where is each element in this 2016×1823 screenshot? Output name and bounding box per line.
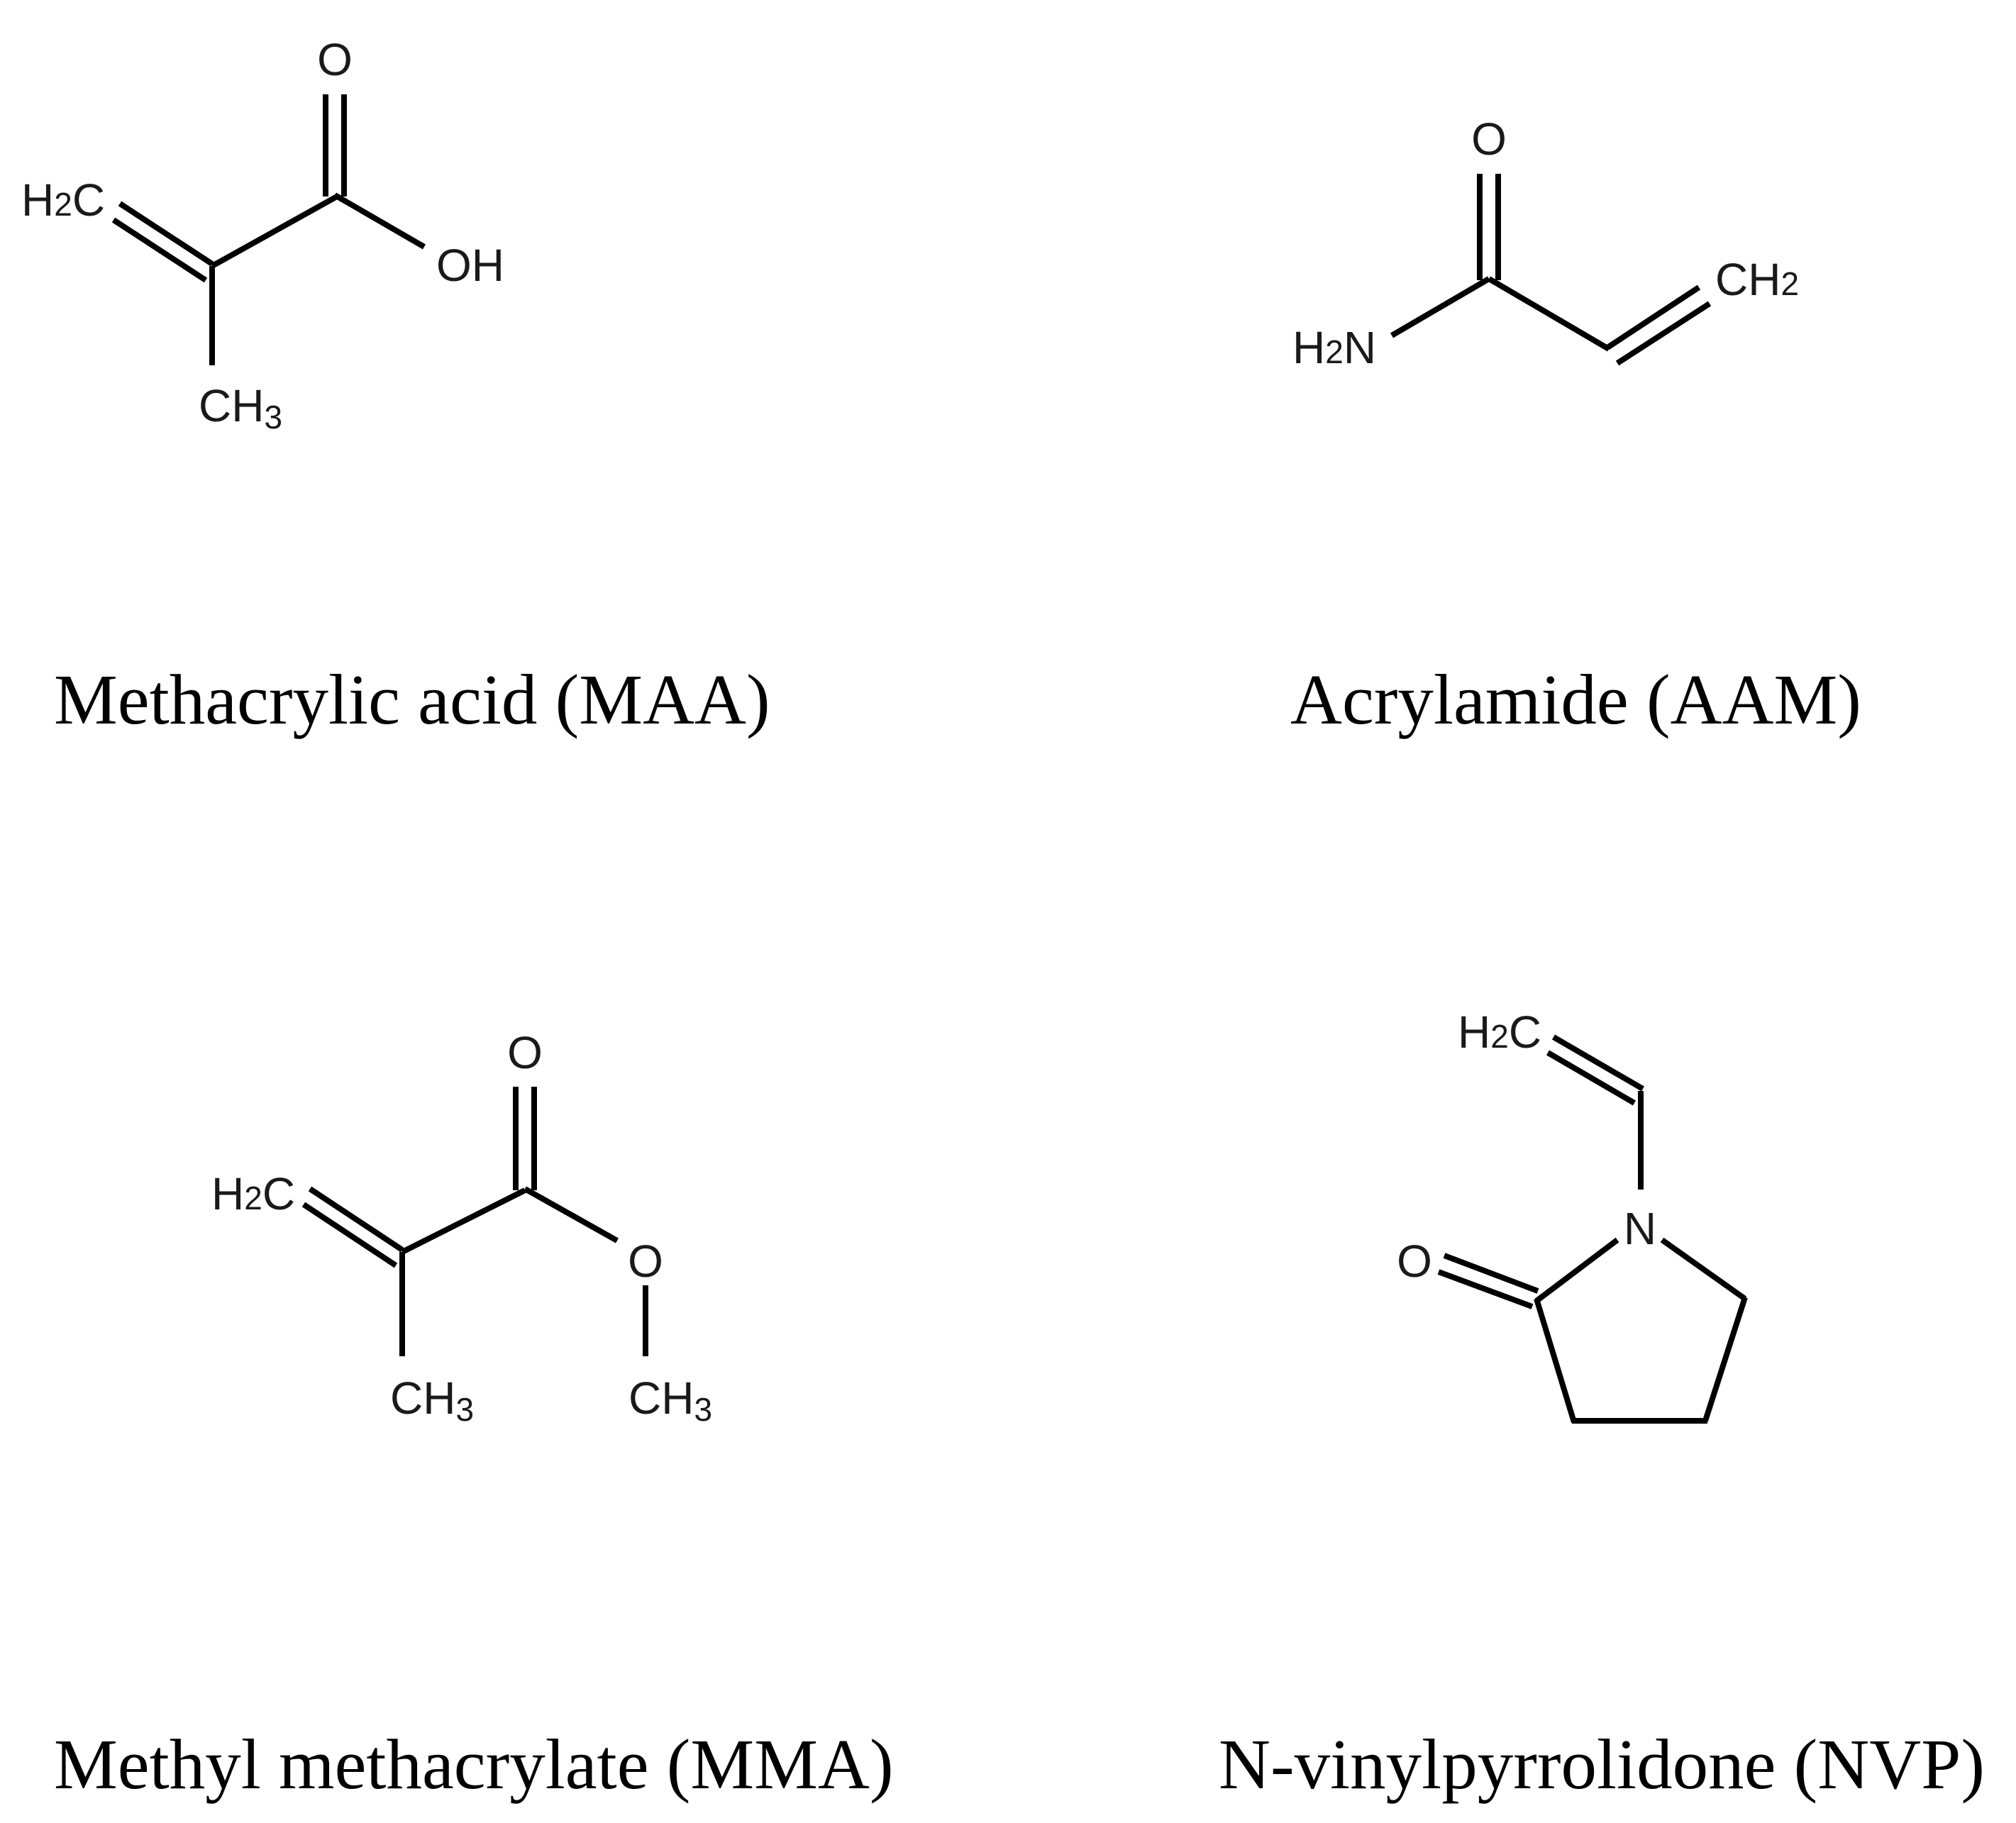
bond-cc-double-2	[301, 1202, 398, 1268]
bond-c-carbonyl	[401, 1187, 526, 1255]
atom-o: O	[1397, 1236, 1432, 1287]
atom-ch2: CH2	[1715, 254, 1799, 305]
bond-cc-double-2	[111, 217, 208, 283]
bond-ring-c2-n	[1534, 1237, 1619, 1304]
atom-h2c: H2C	[21, 174, 105, 226]
bond-cc-double-2	[1546, 1050, 1636, 1106]
caption-aam: Acrylamide (AAM)	[1290, 660, 1861, 739]
atom-h2n: H2N	[1292, 322, 1376, 373]
caption-mma: Methyl methacrylate (MMA)	[54, 1724, 894, 1804]
atom-ch3: CH3	[390, 1373, 474, 1428]
atom-ch3: CH3	[199, 380, 282, 436]
bond-c-carbonyl	[211, 194, 338, 269]
structure-nvp: H2C N O	[1397, 1007, 1748, 1424]
atom-o: O	[1471, 113, 1507, 165]
bond-ring-n-c5	[1660, 1237, 1747, 1302]
atom-o: O	[317, 34, 353, 85]
bond-cc-double-2	[1615, 301, 1712, 366]
atom-o-carbonyl: O	[507, 1027, 543, 1078]
structure-mma: O O H2C CH3 CH3	[211, 1027, 712, 1428]
bond-cc-double-1	[308, 1186, 404, 1253]
bond-c-c	[1487, 276, 1611, 352]
atom-o-ester: O	[628, 1236, 663, 1287]
bond-cc-double-1	[118, 201, 214, 267]
atom-h2c: H2C	[1458, 1007, 1541, 1058]
atom-och3: CH3	[628, 1373, 712, 1428]
bond-c-o-ester	[524, 1186, 619, 1243]
caption-maa: Methacrylic acid (MAA)	[54, 660, 770, 739]
bond-c-oh	[333, 192, 426, 250]
caption-nvp: N-vinylpyrrolidone (NVP)	[1219, 1724, 1985, 1804]
atom-oh: OH	[436, 240, 504, 291]
structure-aam: O H2N CH2	[1292, 113, 1799, 373]
bond-c-n	[1390, 276, 1491, 338]
bond-ring-c3-c2	[1534, 1297, 1577, 1424]
bond-cc-double-1	[1605, 284, 1701, 350]
atom-n: N	[1624, 1203, 1656, 1254]
structure-maa: O OH H2C CH3	[21, 34, 504, 436]
bond-co-double-1	[1443, 1253, 1539, 1294]
bond-cc-double-1	[1551, 1034, 1645, 1092]
bond-co-double-2	[1437, 1269, 1534, 1309]
bond-ring-c5-c4	[1702, 1296, 1748, 1422]
atom-h2c: H2C	[211, 1168, 295, 1219]
